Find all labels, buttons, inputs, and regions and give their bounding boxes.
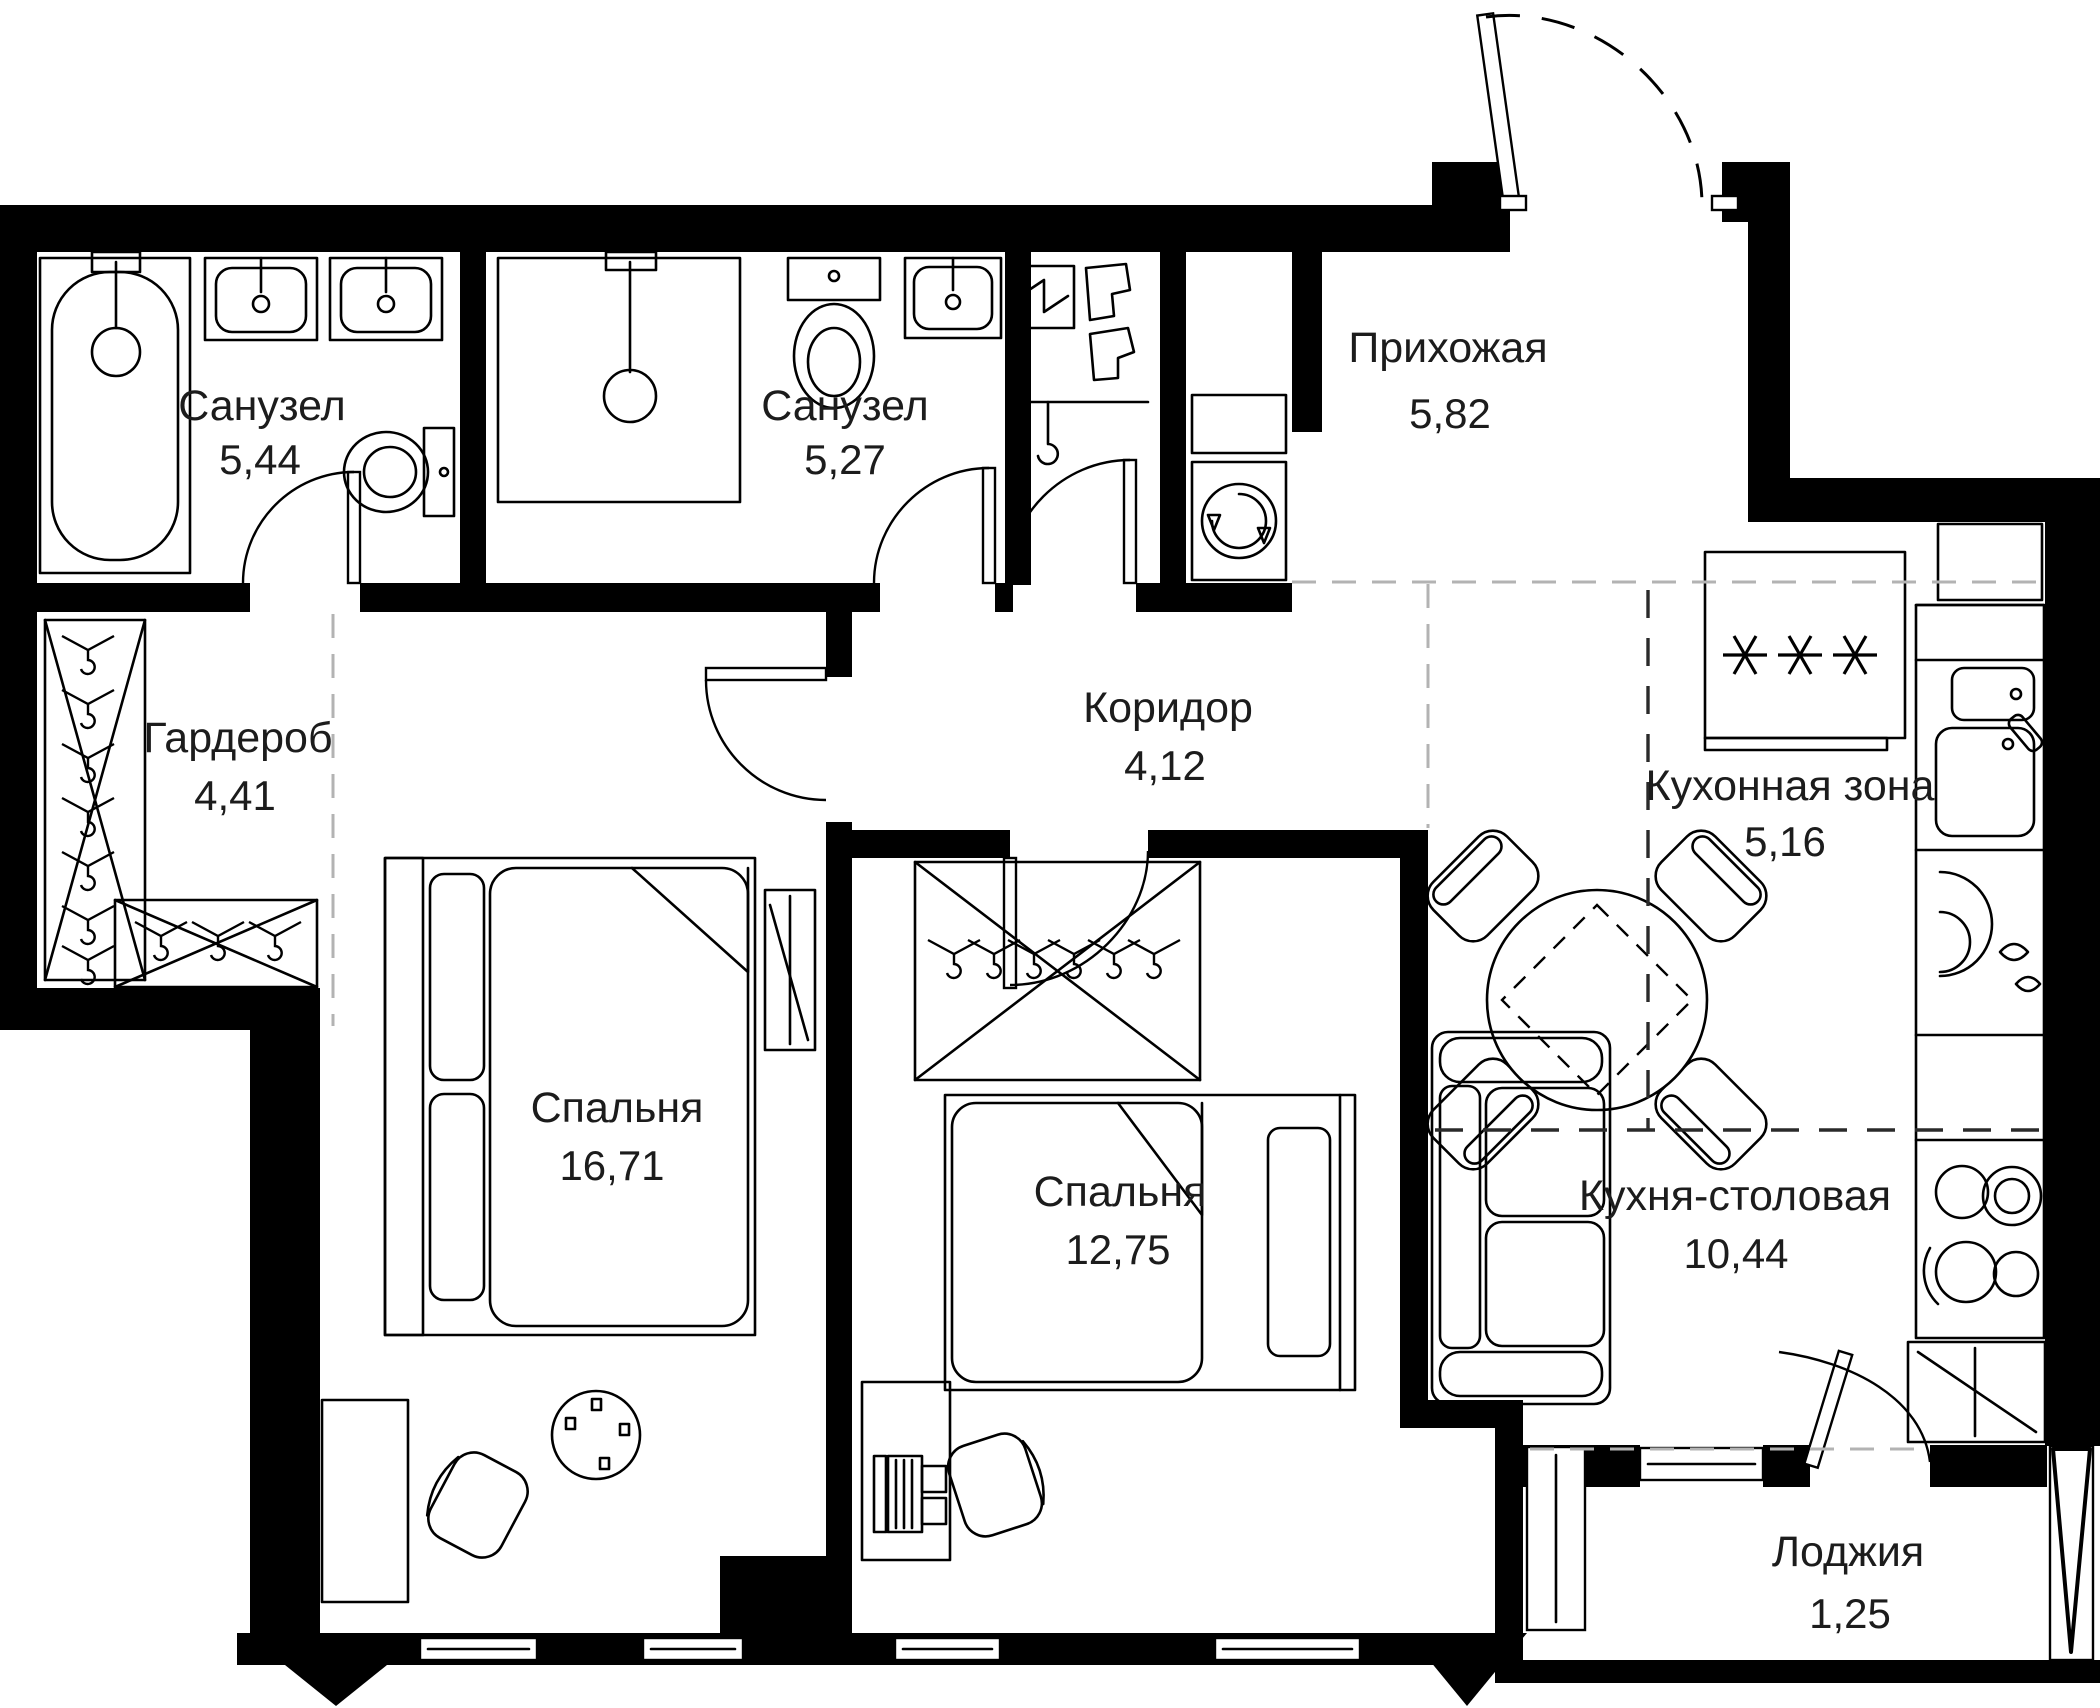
svg-text:4,12: 4,12 bbox=[1124, 742, 1206, 789]
room-label-bath1: Санузел 5,44 bbox=[178, 382, 346, 483]
toilet-icon bbox=[786, 256, 882, 410]
toilet-icon bbox=[342, 426, 456, 518]
room-label-kitchen-zone: Кухонная зона 5,16 bbox=[1646, 762, 1935, 865]
svg-text:5,82: 5,82 bbox=[1409, 390, 1491, 437]
room-label-bedroom1: Спальня 16,71 bbox=[531, 1084, 704, 1189]
windows bbox=[418, 1444, 2095, 1662]
window-bedroom1-a bbox=[418, 1636, 539, 1662]
window-bedroom2-b bbox=[1213, 1636, 1362, 1662]
dining-table-icon bbox=[1426, 829, 1768, 1171]
svg-text:Кухонная зона: Кухонная зона bbox=[1646, 762, 1935, 810]
closet-door bbox=[1005, 458, 1138, 585]
single-bed-icon bbox=[943, 1093, 1357, 1392]
desk-laptop-icon bbox=[860, 1380, 952, 1562]
svg-text:Лоджия: Лоджия bbox=[1772, 1528, 1924, 1576]
kitchen-sink-icon bbox=[1934, 666, 2044, 838]
room-label-bedroom2: Спальня 12,75 bbox=[1034, 1168, 1207, 1273]
office-chair-icon bbox=[425, 1451, 529, 1559]
stove-icon bbox=[1922, 1164, 2043, 1306]
fixtures bbox=[38, 250, 2047, 1604]
svg-text:4,41: 4,41 bbox=[194, 772, 276, 819]
kitchen-counter bbox=[1914, 522, 2046, 1340]
loggia-side-glazing bbox=[2048, 1444, 2095, 1662]
sink-icon bbox=[903, 256, 1003, 340]
office-chair-icon bbox=[946, 1432, 1045, 1538]
sink-icon bbox=[328, 256, 444, 342]
svg-text:12,75: 12,75 bbox=[1065, 1226, 1170, 1273]
dish-rack-icon bbox=[1938, 870, 2042, 993]
loggia-door bbox=[1778, 1349, 1932, 1470]
room-label-hallway: Прихожая 5,82 bbox=[1348, 324, 1547, 437]
window-loggia-top bbox=[1638, 1446, 1765, 1482]
wardrobe-hangers-icon bbox=[913, 860, 1202, 1082]
svg-text:Санузел: Санузел bbox=[761, 382, 929, 430]
bedroom2-door bbox=[1002, 850, 1150, 990]
svg-text:Коридор: Коридор bbox=[1083, 684, 1253, 732]
svg-text:Кухня-столовая: Кухня-столовая bbox=[1579, 1172, 1891, 1220]
svg-text:5,27: 5,27 bbox=[804, 436, 886, 483]
bedroom1-door bbox=[704, 666, 828, 802]
bath1-door bbox=[241, 470, 362, 585]
chair-icon bbox=[1654, 829, 1768, 943]
coat-shelf-icon bbox=[1014, 262, 1136, 382]
chair-icon bbox=[1426, 829, 1540, 943]
room-label-kitchen-dining: Кухня-столовая 10,44 bbox=[1579, 1172, 1891, 1277]
room-label-corridor: Коридор 4,12 bbox=[1083, 684, 1253, 789]
svg-text:1,25: 1,25 bbox=[1809, 1590, 1891, 1637]
desk-icon bbox=[320, 1398, 410, 1604]
window-bedroom2-a bbox=[893, 1636, 1002, 1662]
svg-text:Гардероб: Гардероб bbox=[143, 714, 332, 762]
double-bed-icon bbox=[383, 856, 757, 1337]
mirror-wardrobe-icon bbox=[1906, 1340, 2047, 1444]
svg-text:5,44: 5,44 bbox=[219, 436, 301, 483]
cabinet-icon bbox=[1190, 393, 1288, 455]
sofa-icon bbox=[1430, 1030, 1612, 1406]
sink-icon bbox=[203, 256, 319, 342]
bath2-door bbox=[872, 466, 997, 585]
svg-text:5,16: 5,16 bbox=[1744, 818, 1826, 865]
washing-machine-icon bbox=[1190, 460, 1288, 582]
svg-text:Спальня: Спальня bbox=[531, 1084, 704, 1132]
ceiling-lamp-icon bbox=[550, 1389, 642, 1481]
svg-text:16,71: 16,71 bbox=[559, 1142, 664, 1189]
room-labels: Санузел 5,44 Санузел 5,27 Прихожая 5,82 … bbox=[143, 324, 1934, 1637]
doors bbox=[241, 11, 1932, 1470]
svg-text:Санузел: Санузел bbox=[178, 382, 346, 430]
svg-text:Прихожая: Прихожая bbox=[1348, 324, 1547, 372]
shower-cabin-icon bbox=[496, 250, 742, 504]
window-loggia-left-panel bbox=[1525, 1445, 1587, 1632]
zone-boundaries bbox=[331, 580, 2045, 1451]
room-label-loggia: Лоджия 1,25 bbox=[1772, 1528, 1924, 1637]
bathtub-icon bbox=[38, 250, 192, 575]
room-label-wardrobe: Гардероб 4,41 bbox=[143, 714, 332, 819]
coat-hook-icon bbox=[1020, 400, 1150, 466]
svg-text:Спальня: Спальня bbox=[1034, 1168, 1207, 1216]
svg-text:10,44: 10,44 bbox=[1683, 1230, 1788, 1277]
window-bedroom1-b bbox=[641, 1636, 745, 1662]
entry-door bbox=[1475, 11, 1740, 212]
fridge-icon bbox=[1703, 550, 1907, 752]
room-label-bath2: Санузел 5,27 bbox=[761, 382, 929, 483]
dresser-mirror-icon bbox=[763, 888, 817, 1052]
hanger-rack-icon bbox=[43, 618, 147, 986]
hanger-rack-icon bbox=[113, 898, 319, 989]
